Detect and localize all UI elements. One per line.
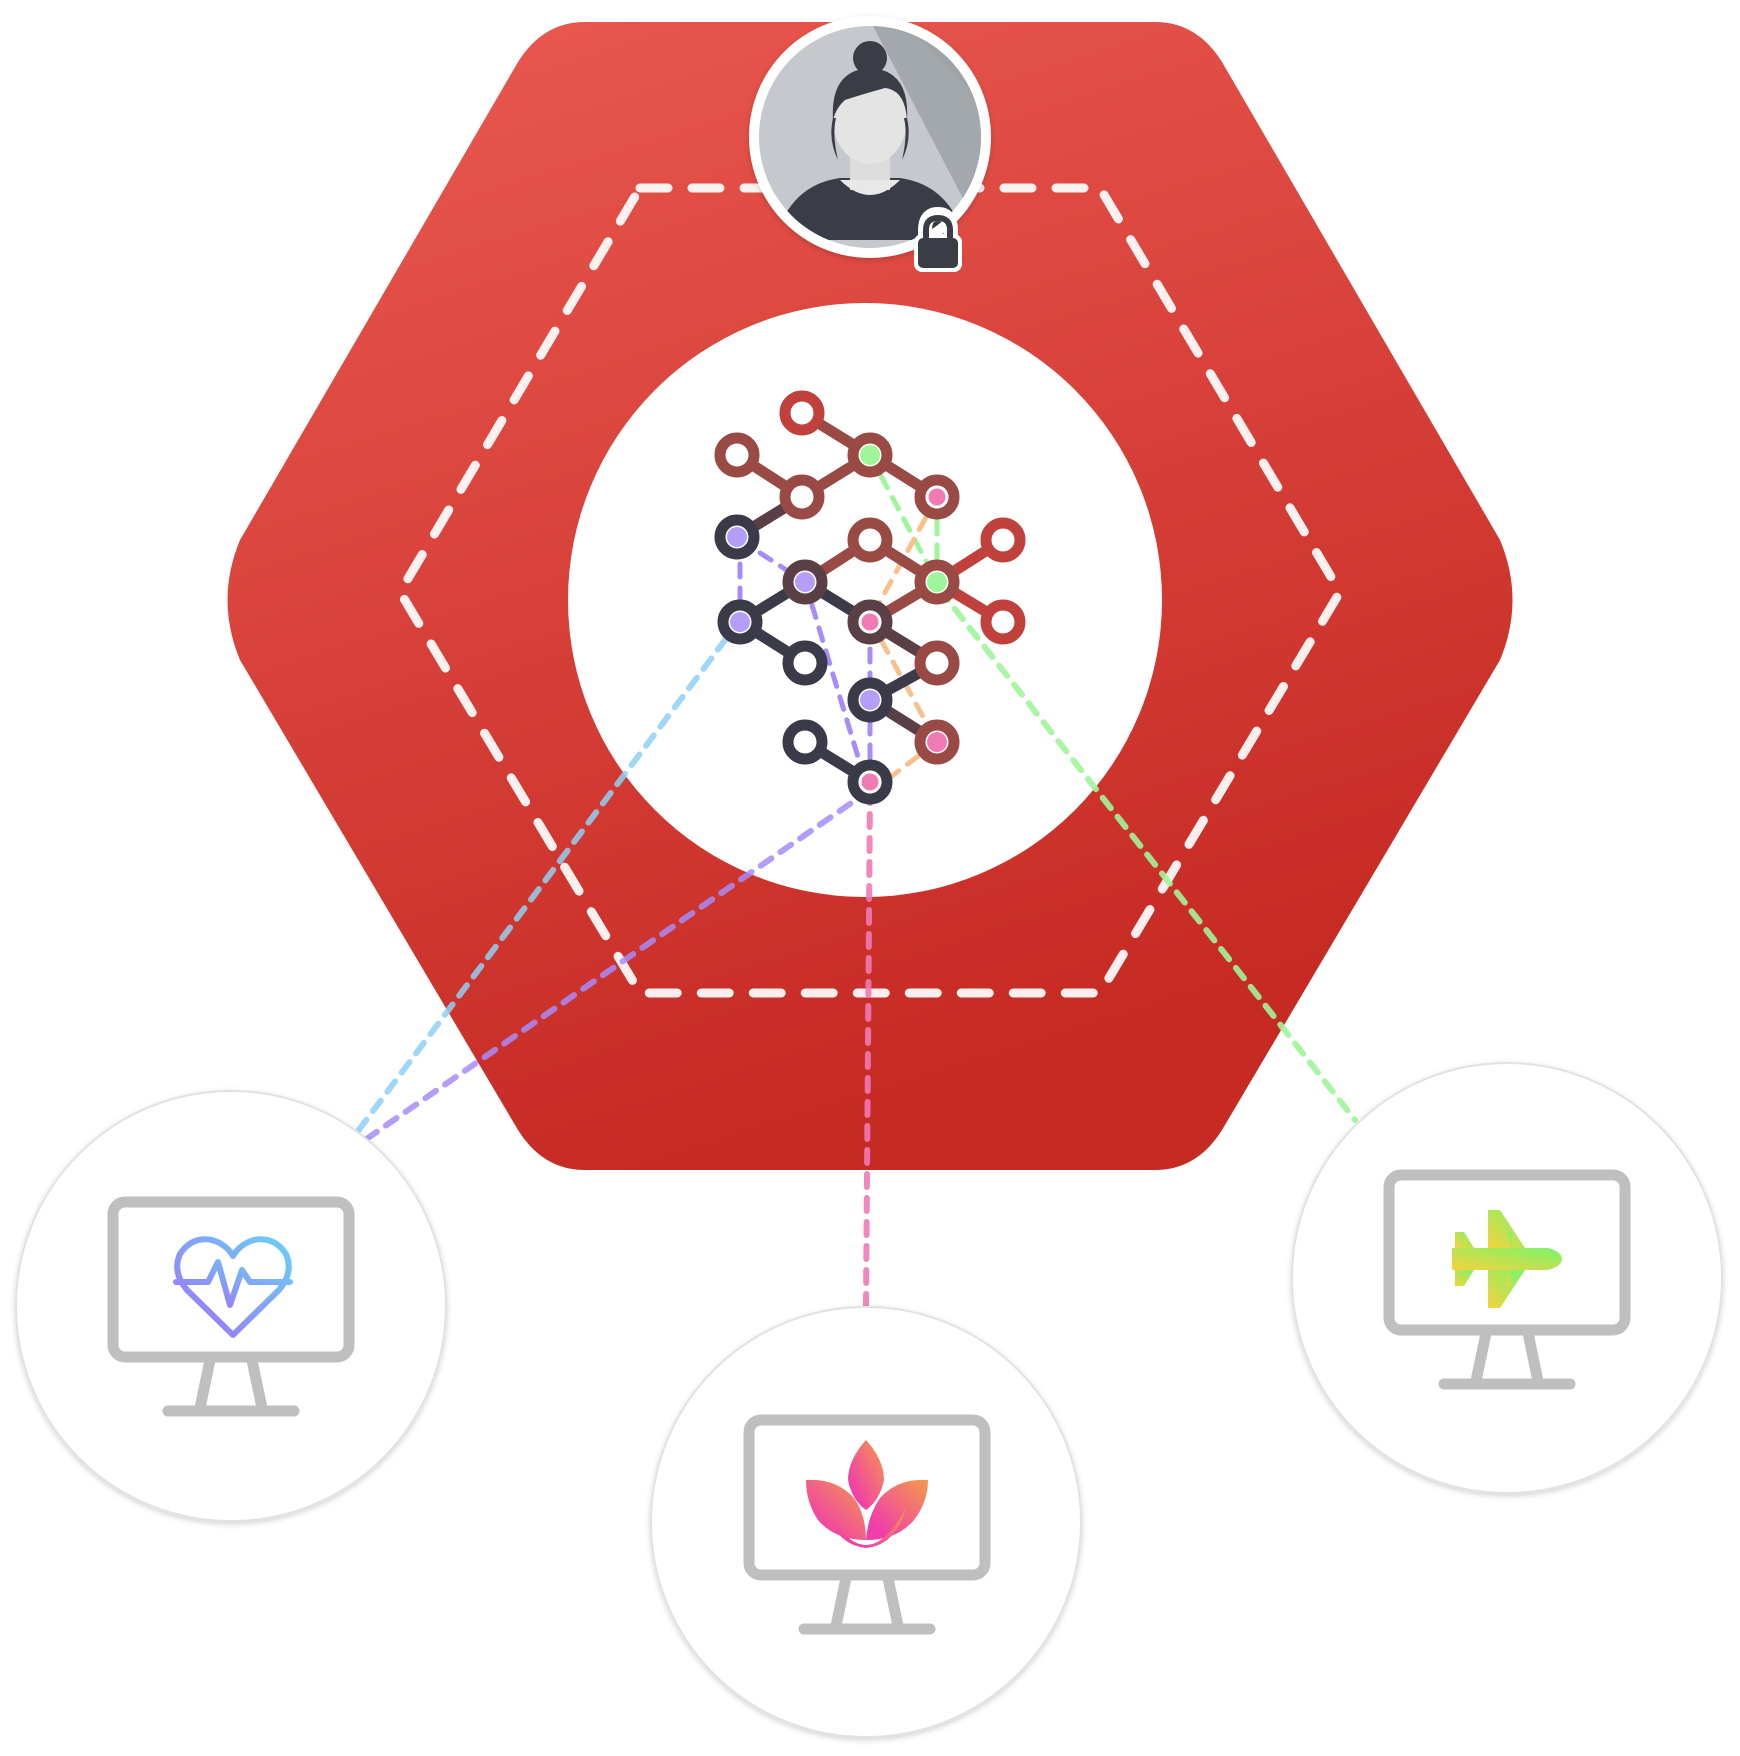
link-to-travel-green [937,587,1358,1123]
lotus-flower-icon [806,1440,928,1548]
molecular-graph-icon [714,390,1026,805]
link-to-health-blue [352,617,743,1138]
padlock-icon [914,206,962,272]
heartbeat-heart-icon [173,1236,293,1338]
airplane-icon [1452,1210,1562,1308]
hub-circle [568,303,1162,897]
user-avatar[interactable] [749,16,991,272]
link-to-wellness-pink [863,787,873,1308]
wellness-client[interactable] [650,1306,1082,1738]
monitor-icon [107,1196,355,1417]
monitor-icon [743,1414,991,1635]
travel-client[interactable] [1291,1062,1723,1494]
health-client[interactable] [15,1090,447,1522]
monitor-icon [1383,1169,1631,1390]
link-to-health-purple [362,787,873,1143]
